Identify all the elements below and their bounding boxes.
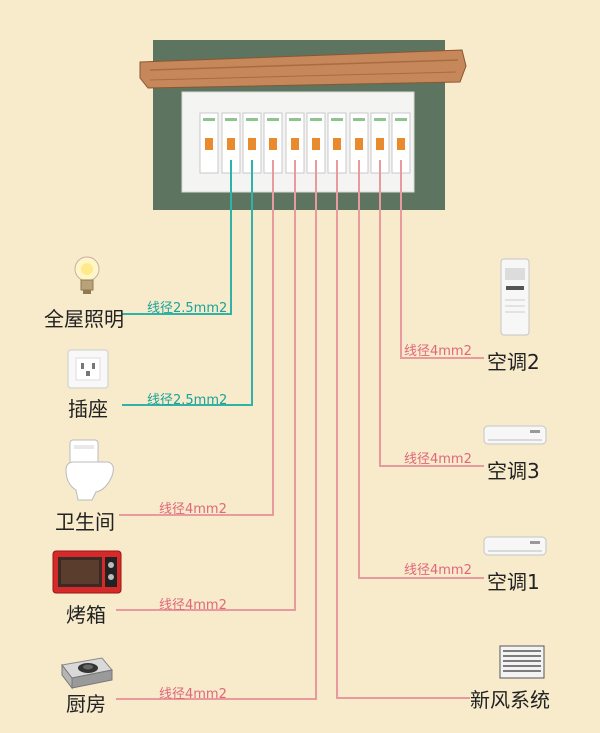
toilet-icon	[65, 439, 114, 501]
wire-oven	[116, 160, 296, 611]
wire-ac1	[358, 160, 484, 579]
breaker-handle	[248, 138, 256, 150]
breaker-handle	[333, 138, 341, 150]
light-bulb-icon	[74, 256, 100, 294]
breaker-handle	[205, 138, 213, 150]
breaker-indicator	[225, 118, 237, 121]
breaker-indicator	[374, 118, 386, 121]
gas-stove-icon	[61, 657, 113, 690]
wire-fresh-air	[336, 160, 470, 699]
wire-lighting	[122, 160, 232, 315]
device-label-kitchen: 厨房	[66, 692, 106, 716]
breaker-handle	[269, 138, 277, 150]
breaker-handle	[376, 138, 384, 150]
wire-spec-ac1: 线径4mm2	[404, 563, 472, 578]
breaker-handle	[397, 138, 405, 150]
device-label-oven: 烤箱	[66, 603, 106, 627]
wire-spec-bathroom: 线径4mm2	[159, 502, 227, 517]
wood-grain	[149, 71, 457, 81]
breaker-indicator	[353, 118, 365, 121]
wire-kitchen	[116, 160, 317, 700]
distribution-box	[139, 40, 467, 210]
breaker-indicator	[203, 118, 215, 121]
breaker-indicator	[289, 118, 301, 121]
breaker-indicator	[267, 118, 279, 121]
device-label-ac1: 空调1	[487, 570, 540, 594]
fresh-air-vent-icon	[499, 645, 545, 679]
wire-spec-oven: 线径4mm2	[159, 598, 227, 613]
device-label-ac3: 空调3	[487, 459, 540, 483]
wire-spec-lighting: 线径2.5mm2	[147, 301, 228, 316]
breaker-handle	[312, 138, 320, 150]
breaker-handle	[291, 138, 299, 150]
wire-spec-ac2: 线径4mm2	[404, 344, 472, 359]
breaker-indicator	[331, 118, 343, 121]
device-label-ac2: 空调2	[487, 350, 540, 374]
wires	[116, 160, 484, 700]
breaker-indicator	[395, 118, 407, 121]
wire-ac2	[400, 160, 484, 359]
breaker-handle	[355, 138, 363, 150]
wire-ac3	[379, 160, 484, 467]
wire-bathroom	[119, 160, 274, 516]
breaker-handle	[227, 138, 235, 150]
floor-ac-icon	[500, 258, 530, 336]
device-label-socket: 插座	[68, 397, 108, 421]
wall-ac-icon	[483, 425, 547, 445]
wire-spec-socket: 线径2.5mm2	[147, 393, 228, 408]
wall-ac-icon	[483, 536, 547, 556]
device-label-lighting: 全屋照明	[44, 307, 124, 331]
wire-spec-ac3: 线径4mm2	[404, 452, 472, 467]
breaker-indicator	[310, 118, 322, 121]
device-label-fresh-air: 新风系统	[470, 688, 550, 712]
wire-socket	[122, 160, 253, 406]
wire-spec-kitchen: 线径4mm2	[159, 687, 227, 702]
wood-grain	[149, 59, 459, 71]
breaker-row	[199, 112, 411, 174]
oven-icon	[52, 550, 122, 594]
breaker-indicator	[246, 118, 258, 121]
wall-socket-icon	[67, 349, 109, 389]
device-label-bathroom: 卫生间	[55, 510, 115, 534]
